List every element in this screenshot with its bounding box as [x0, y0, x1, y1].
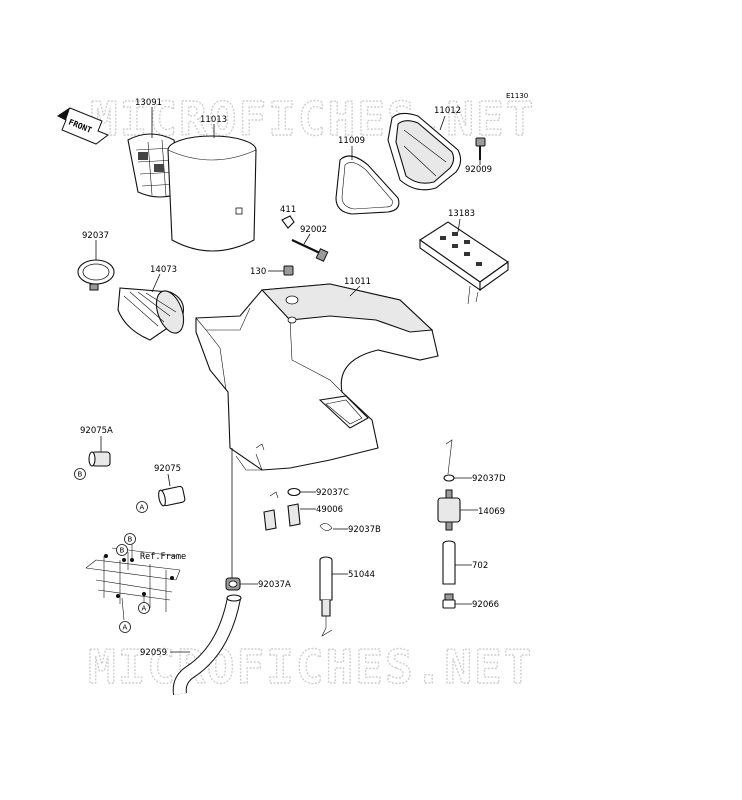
- svg-text:A: A: [142, 605, 147, 613]
- part-92059[interactable]: [172, 594, 242, 695]
- label-92075: 92075: [154, 464, 181, 474]
- circle-letter-b-2: B: [124, 533, 136, 545]
- part-11013[interactable]: [167, 135, 257, 252]
- label-11013: 11013: [200, 115, 227, 125]
- circle-letter-a-2: A: [138, 602, 150, 614]
- part-51044[interactable]: [319, 556, 333, 637]
- label-11012: 11012: [434, 106, 461, 116]
- part-92075A[interactable]: [88, 451, 111, 467]
- part-11012[interactable]: [387, 112, 462, 191]
- label-11009: 11009: [338, 136, 365, 146]
- label-14073: 14073: [150, 265, 177, 275]
- label-13183: 13183: [448, 209, 475, 219]
- label-92075A: 92075A: [80, 426, 113, 436]
- breather-line-top: [445, 439, 453, 475]
- part-92037A[interactable]: [225, 577, 241, 591]
- part-702[interactable]: [442, 540, 456, 585]
- watermark-bottom: MICROFICHES.NET: [88, 640, 533, 694]
- diagram-code: E1130: [506, 92, 528, 100]
- label-14069: 14069: [478, 507, 505, 517]
- label-13091: 13091: [135, 98, 162, 108]
- label-92009: 92009: [465, 165, 492, 175]
- label-51044: 51044: [348, 570, 375, 580]
- label-130: 130: [250, 267, 266, 277]
- label-92037D: 92037D: [472, 474, 506, 484]
- part-49006[interactable]: [263, 503, 301, 531]
- ref-frame-label: Ref.Frame: [140, 552, 186, 562]
- circle-letter-b-3: B: [116, 544, 128, 556]
- part-11009[interactable]: [335, 155, 400, 215]
- circle-letter-a-3: A: [119, 621, 131, 633]
- circle-letter-b-1: B: [74, 468, 86, 480]
- part-130[interactable]: [283, 265, 294, 276]
- part-92075[interactable]: [157, 485, 186, 507]
- svg-text:B: B: [128, 536, 133, 544]
- part-92066[interactable]: [442, 593, 456, 609]
- svg-text:B: B: [120, 547, 125, 555]
- part-92037D[interactable]: [443, 474, 455, 482]
- label-92037C: 92037C: [316, 488, 349, 498]
- part-14073[interactable]: [117, 287, 189, 341]
- part-411[interactable]: [281, 215, 295, 229]
- svg-text:A: A: [140, 504, 145, 512]
- part-92037C[interactable]: [269, 487, 301, 499]
- part-92002[interactable]: [291, 239, 329, 262]
- part-14069[interactable]: [437, 489, 461, 531]
- label-49006: 49006: [316, 505, 343, 515]
- label-92059: 92059: [140, 648, 167, 658]
- label-92037B: 92037B: [348, 525, 381, 535]
- svg-text:A: A: [123, 624, 128, 632]
- label-92037A: 92037A: [258, 580, 291, 590]
- label-411: 411: [280, 205, 296, 215]
- label-92002: 92002: [300, 225, 327, 235]
- svg-text:B: B: [78, 471, 83, 479]
- part-92009[interactable]: [475, 137, 486, 160]
- part-13183[interactable]: [419, 221, 509, 305]
- label-92037: 92037: [82, 231, 109, 241]
- part-92037[interactable]: [77, 259, 115, 291]
- ref-frame-assembly: [85, 538, 181, 621]
- label-92066: 92066: [472, 600, 499, 610]
- part-92037B[interactable]: [319, 523, 333, 531]
- label-11011: 11011: [344, 277, 371, 287]
- label-702: 702: [472, 561, 488, 571]
- circle-letter-a-1: A: [136, 501, 148, 513]
- front-arrow-icon: FRONT: [57, 107, 110, 145]
- part-11011[interactable]: [195, 283, 439, 471]
